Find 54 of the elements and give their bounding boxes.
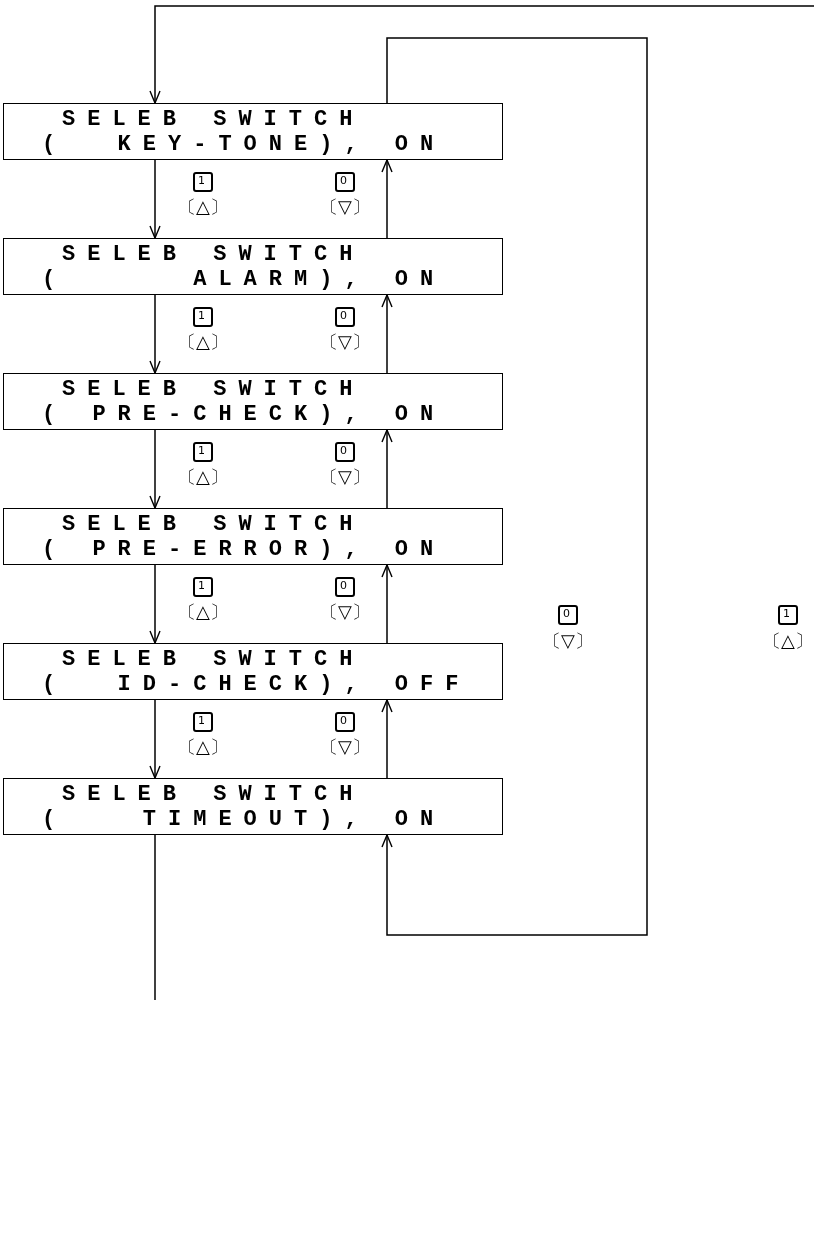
display-text: SELEB SWITCH (61, 241, 366, 267)
key-symbol: 〔▽〕 (319, 331, 371, 353)
key-cap: 0 (558, 605, 578, 625)
display-text: ( PRE-ERROR), ON (41, 536, 447, 562)
key-cap: 0 (335, 307, 355, 327)
display-text: ( PRE-CHECK), ON (41, 401, 447, 427)
key-cap: 0 (335, 577, 355, 597)
display-text: ( KEY-TONE), ON (41, 131, 447, 157)
key-cap: 1 (778, 605, 798, 625)
key-symbol: 〔▽〕 (319, 736, 371, 758)
key-cap: 1 (193, 712, 213, 732)
display-box (3, 373, 503, 430)
display-box (3, 643, 503, 700)
key-symbol: 〔△〕 (177, 736, 229, 758)
key-symbol: 〔▽〕 (319, 466, 371, 488)
arrow (381, 699, 393, 779)
arrow (381, 159, 393, 239)
key-cap: 1 (193, 577, 213, 597)
arrow (149, 699, 161, 779)
display-text: ( TIMEOUT), ON (41, 806, 447, 832)
key-symbol: 〔△〕 (177, 331, 229, 353)
key-symbol: 〔△〕 (762, 630, 814, 652)
display-text: SELEB SWITCH (61, 511, 366, 537)
arrow (381, 37, 648, 936)
key-symbol: 〔△〕 (177, 466, 229, 488)
key-cap: 1 (193, 172, 213, 192)
key-symbol: 〔▽〕 (319, 601, 371, 623)
display-text: SELEB SWITCH (61, 376, 366, 402)
display-box (3, 778, 503, 835)
key-cap: 0 (335, 442, 355, 462)
arrow (149, 5, 814, 104)
arrow (381, 429, 393, 509)
key-cap: 0 (335, 712, 355, 732)
arrow (149, 429, 161, 509)
key-cap: 1 (193, 307, 213, 327)
key-symbol: 〔△〕 (177, 601, 229, 623)
display-text: ( ALARM), ON (41, 266, 447, 292)
display-box (3, 238, 503, 295)
key-symbol: 〔▽〕 (542, 630, 594, 652)
arrow (149, 159, 161, 239)
key-symbol: 〔▽〕 (319, 196, 371, 218)
display-text: ( ID-CHECK), OFF (41, 671, 472, 697)
arrow (149, 564, 161, 644)
key-symbol: 〔△〕 (177, 196, 229, 218)
display-box (3, 508, 503, 565)
key-cap: 0 (335, 172, 355, 192)
arrow (381, 564, 393, 644)
key-cap: 1 (193, 442, 213, 462)
display-box (3, 103, 503, 160)
arrow (381, 294, 393, 374)
display-text: SELEB SWITCH (61, 646, 366, 672)
display-text: SELEB SWITCH (61, 106, 366, 132)
display-text: SELEB SWITCH (61, 781, 366, 807)
arrow (149, 294, 161, 374)
